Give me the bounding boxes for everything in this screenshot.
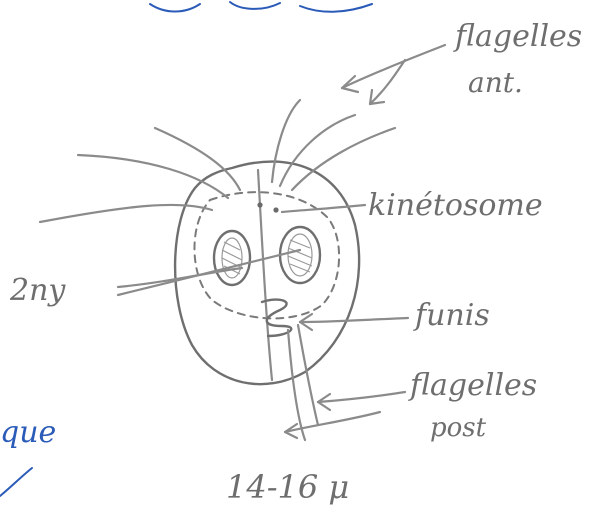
ink-text-fragment: que: [0, 415, 56, 450]
nucleus-right: [280, 227, 320, 283]
arrow-flagelles-ant-1: [342, 45, 445, 88]
leader-funis: [300, 318, 408, 322]
anterior-flagellum-5: [292, 128, 395, 190]
anterior-flagellum-6: [40, 205, 212, 222]
kinetosome-dot-1: [257, 202, 262, 207]
axostyle-line: [258, 170, 272, 380]
label-2ny: 2ny: [9, 273, 66, 308]
leader-2ny-2: [118, 250, 300, 295]
ink-bottom-fragment: [0, 468, 32, 496]
arrow-flagelles-ant-2: [370, 60, 405, 104]
leader-kinetosome: [282, 205, 365, 212]
label-flagelles-ant-line1: flagelles: [453, 19, 582, 54]
anterior-flagellum-2: [78, 155, 228, 198]
label-flagelles-post-line2: post: [430, 413, 487, 443]
kinetosome-dot-2: [273, 207, 278, 212]
cell-body-outline: [175, 162, 359, 385]
ink-top-fragment: [150, 2, 372, 12]
label-flagelles-post-line1: flagelles: [408, 368, 537, 403]
nucleus-left: [214, 231, 250, 285]
nucleus-right-hatching: [288, 240, 312, 272]
label-funis: funis: [413, 298, 490, 333]
label-size: 14-16 μ: [226, 468, 349, 506]
leader-2ny-1: [118, 268, 242, 287]
anterior-flagellum-1: [155, 128, 240, 190]
arrow-flagelles-post: [318, 392, 405, 402]
label-kinetosome: kinétosome: [368, 188, 543, 223]
label-flagelles-ant-line2: ant.: [468, 66, 523, 99]
anterior-flagellum-3: [272, 100, 300, 182]
